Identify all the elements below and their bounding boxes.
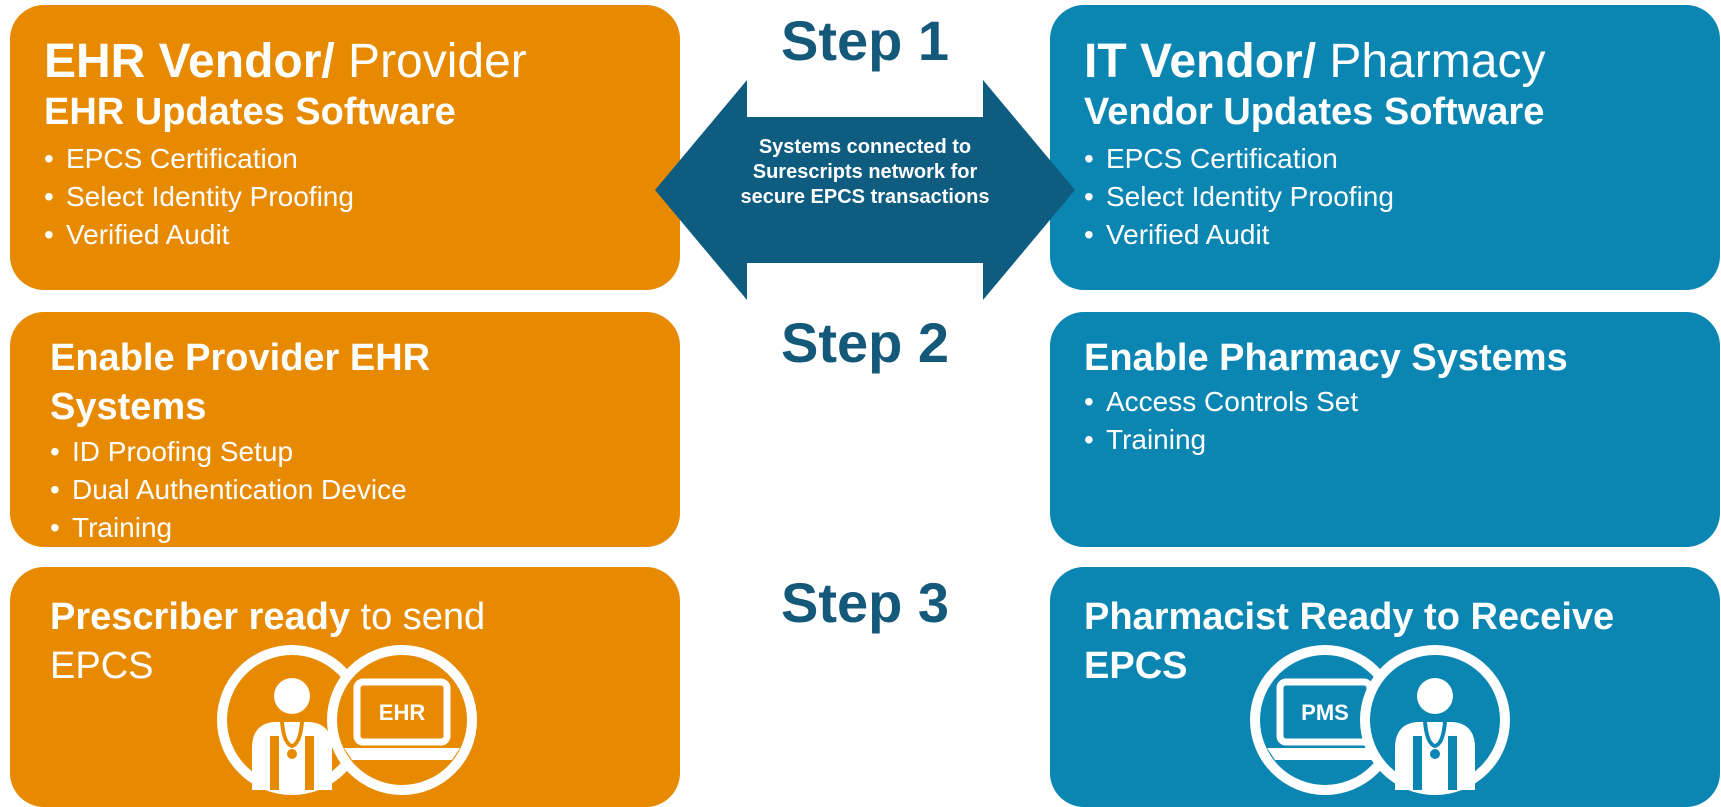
step-3-label: Step 3 (780, 571, 950, 634)
provider-step1-list: EPCS Certification Select Identity Proof… (44, 140, 646, 254)
list-item: Verified Audit (1084, 216, 1686, 254)
provider-step3-title: Prescriber ready to send EPCS (50, 596, 486, 688)
step-1-label: Step 1 (780, 9, 950, 72)
pharmacy-step2-box: Enable Pharmacy Systems Access Controls … (1050, 312, 1720, 547)
list-item: Training (50, 509, 646, 547)
provider-step2-box: Enable Provider EHR Systems ID Proofing … (10, 312, 680, 547)
pharmacy-step1-list: EPCS Certification Select Identity Proof… (1084, 140, 1686, 254)
pharmacy-step1-subtitle: Vendor Updates Software (1084, 90, 1545, 133)
pharmacy-step2-title: Enable Pharmacy Systems (1084, 337, 1568, 379)
list-item: Select Identity Proofing (44, 178, 646, 216)
laptop-icon (327, 645, 477, 795)
step-2-label: Step 2 (780, 311, 950, 374)
provider-step1-subtitle: EHR Updates Software (44, 90, 456, 133)
prescriber-icon-group: EHR (212, 640, 482, 800)
provider-step2-title: Enable Provider EHR Systems (50, 337, 431, 429)
provider-step2-list: ID Proofing Setup Dual Authentication De… (44, 433, 646, 547)
pharmacy-step1-title: IT Vendor/ Pharmacy (1084, 35, 1546, 88)
pharmacist-icon (1360, 645, 1510, 795)
list-item: Verified Audit (44, 216, 646, 254)
pharmacy-step2-list: Access Controls Set Training (1084, 383, 1686, 459)
provider-step1-title: EHR Vendor/ Provider (44, 35, 527, 88)
arrow-caption: Systems connected to Surescripts network… (740, 136, 990, 208)
list-item: ID Proofing Setup (50, 433, 646, 471)
double-arrow-icon (655, 80, 1075, 300)
provider-step1-box: EHR Vendor/ Provider EHR Updates Softwar… (10, 5, 680, 290)
list-item: Select Identity Proofing (1084, 178, 1686, 216)
laptop-label: EHR (378, 700, 426, 725)
list-item: Dual Authentication Device (50, 471, 646, 509)
list-item: EPCS Certification (44, 140, 646, 178)
pharmacy-step1-box: IT Vendor/ Pharmacy Vendor Updates Softw… (1050, 5, 1720, 290)
list-item: EPCS Certification (1084, 140, 1686, 178)
list-item: Access Controls Set (1084, 383, 1686, 421)
list-item: Training (1084, 421, 1686, 459)
pharmacy-step3-title: Pharmacist Ready to Receive EPCS (1084, 596, 1615, 688)
pharmacist-icon-group: PMS (1245, 640, 1515, 800)
laptop-label: PMS (1301, 700, 1349, 725)
